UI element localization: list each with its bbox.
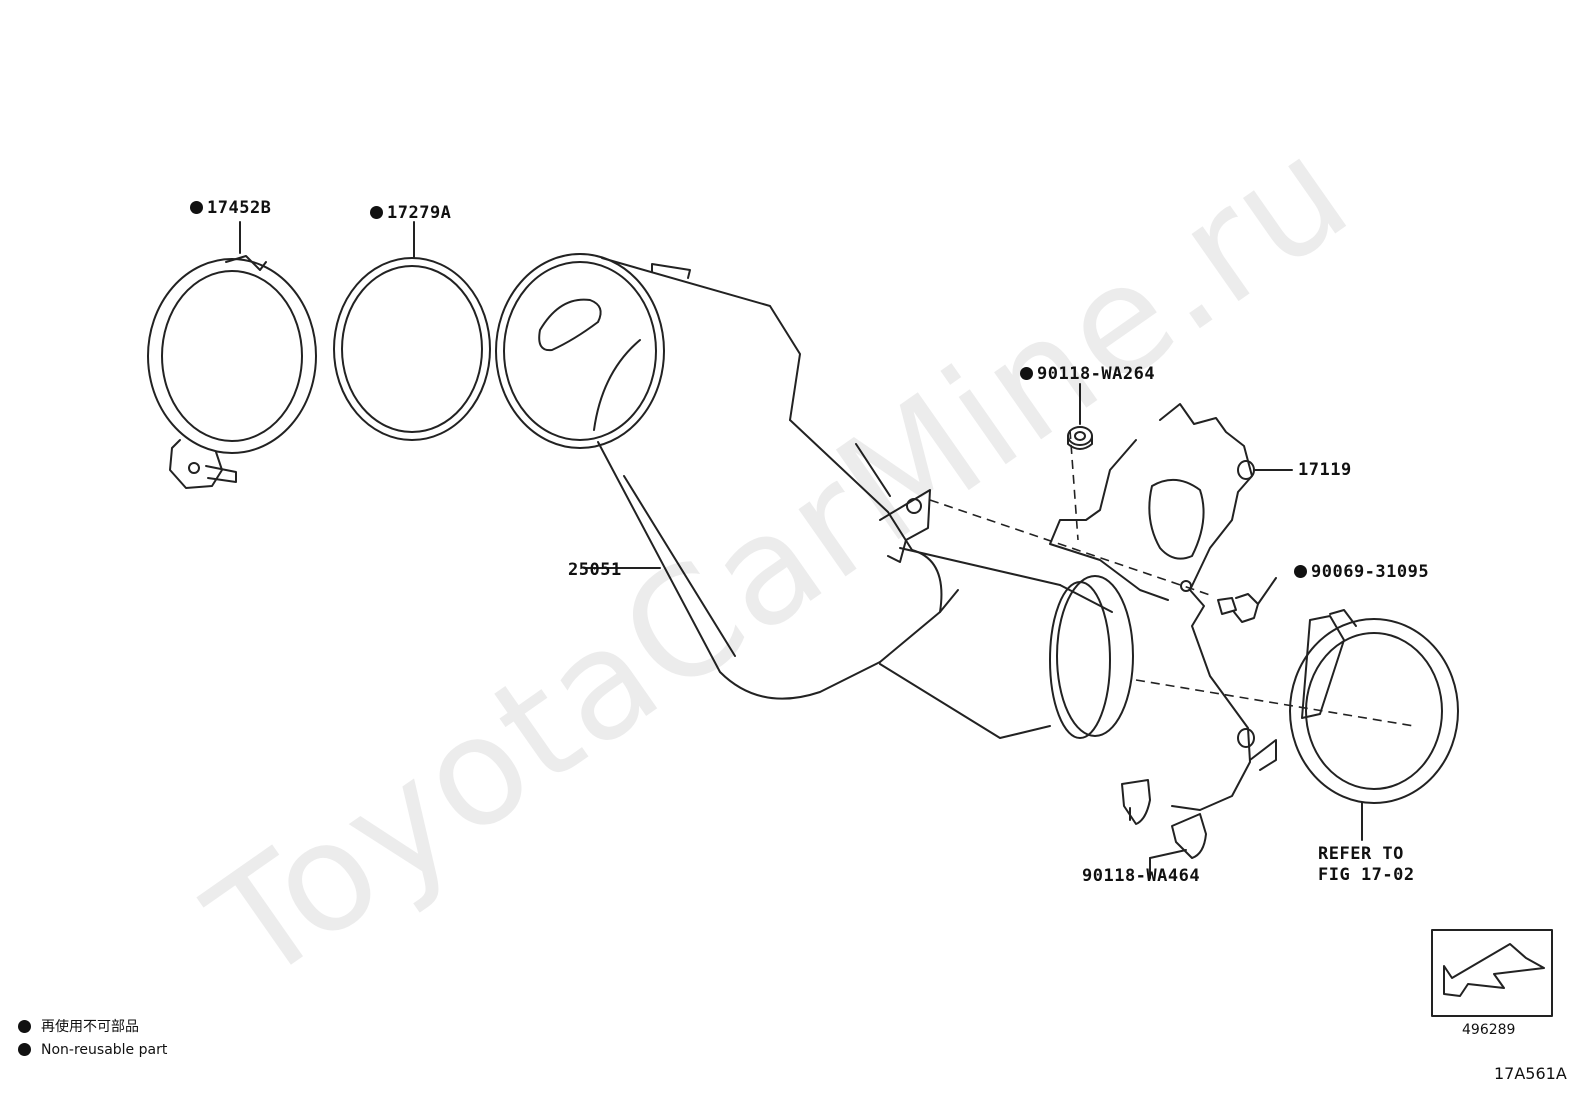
non-reusable-dot-icon — [370, 206, 383, 219]
label-17279a: 17279A — [370, 203, 451, 223]
nut-90118-wa264 — [1067, 383, 1093, 450]
bolt-90069-31095 — [1217, 577, 1277, 623]
legend-jp: 再使用不可部品 — [18, 1016, 139, 1036]
label-17452b: 17452B — [190, 198, 271, 218]
shield-refer-17-02 — [1289, 609, 1459, 841]
label-90118-wa464: 90118-WA464 — [1082, 866, 1201, 886]
clips-90118-wa464 — [1121, 779, 1207, 879]
label-17119: 17119 — [1298, 460, 1352, 480]
clamp-17452b — [147, 221, 317, 489]
leader-lines — [929, 429, 1415, 727]
refer-line-1: REFER TO — [1318, 844, 1404, 864]
bracket-17119 — [1049, 403, 1293, 811]
direction-box-code: 496289 — [1462, 1022, 1516, 1038]
non-reusable-dot-icon — [1020, 367, 1033, 380]
label-90069-31095: 90069-31095 — [1294, 562, 1429, 582]
label-refer-fig: REFER TO FIG 17-02 — [1318, 844, 1415, 886]
refer-line-2: FIG 17-02 — [1318, 865, 1415, 885]
label-90118-wa264: 90118-WA264 — [1020, 364, 1155, 384]
non-reusable-dot-icon — [190, 201, 203, 214]
converter-25051 — [495, 253, 1134, 739]
direction-arrow-icon — [1431, 929, 1553, 1017]
gasket-17279a — [333, 221, 491, 441]
legend-en: Non-reusable part — [18, 1042, 167, 1058]
non-reusable-dot-icon — [18, 1043, 31, 1056]
label-25051: 25051 — [568, 560, 622, 580]
figure-id: 17A561A — [1494, 1064, 1567, 1083]
non-reusable-dot-icon — [1294, 565, 1307, 578]
non-reusable-dot-icon — [18, 1020, 31, 1033]
